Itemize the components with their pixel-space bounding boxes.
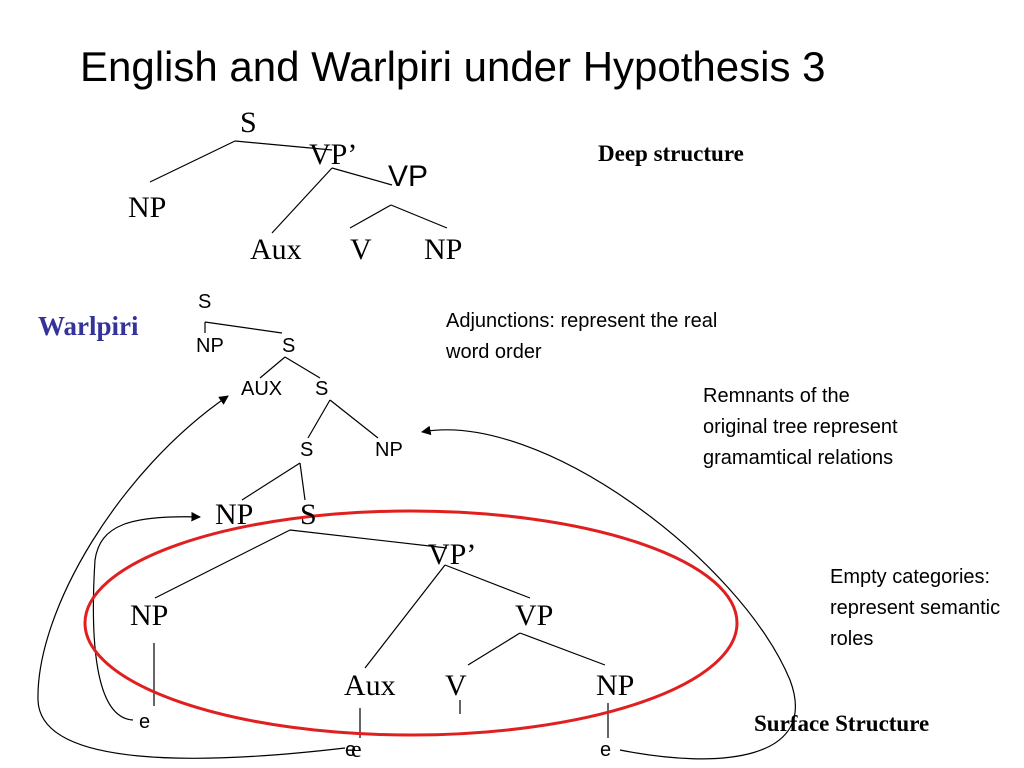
- s-empty-e-aux-overlap: e: [351, 737, 362, 763]
- deep-edge-vp-np: [390, 204, 448, 229]
- w-edge-s3-np: [329, 399, 379, 439]
- slide-title: English and Warlpiri under Hypothesis 3: [80, 43, 826, 90]
- deep-edge-s-vpprime: [234, 140, 333, 151]
- deep-node-np-object: NP: [424, 233, 463, 266]
- deep-edge-s-np: [149, 140, 236, 183]
- w-node-s-top: S: [198, 291, 212, 313]
- w-node-np-right: NP: [375, 439, 403, 461]
- w-edge-s2-aux: [259, 356, 286, 379]
- s-empty-e-subject: e: [139, 711, 151, 733]
- w-edge-s4-np: [241, 462, 301, 501]
- surface-ellipse: [83, 509, 739, 737]
- w-node-s-second: S: [282, 335, 296, 357]
- w-node-np-adjoined: NP: [196, 335, 224, 357]
- s-edge-vp-v: [467, 632, 521, 666]
- w-edge-s2-s3: [284, 356, 321, 379]
- deep-node-aux: Aux: [250, 233, 302, 266]
- annotation-remnants: Remnants of the original tree represent …: [703, 385, 898, 469]
- s-node-vp: VP: [515, 599, 554, 632]
- warlpiri-label: Warlpiri: [38, 311, 139, 341]
- deep-edge-vp-v: [349, 204, 392, 229]
- s-empty-e-aux: e: [345, 739, 357, 761]
- arrow-e-to-np-right: [421, 425, 796, 760]
- arrow-e-to-aux: [37, 395, 346, 759]
- s-edge-s-np: [154, 529, 291, 599]
- deep-edge-vpprime-vp: [331, 167, 393, 186]
- s-node-v: V: [445, 669, 467, 702]
- s-node-np-object: NP: [596, 669, 635, 702]
- w-node-s-fourth: S: [300, 439, 314, 461]
- w-edge-s3-s4: [307, 399, 331, 439]
- s-node-vp-prime: VP’: [428, 538, 477, 571]
- deep-node-vp-prime: VP’: [309, 138, 358, 171]
- w-edge-stop-s2: [204, 321, 283, 334]
- annotation-empty-categories: Empty categories: represent semantic rol…: [830, 566, 1001, 650]
- s-edge-s-vpprime: [289, 529, 448, 549]
- annotation-adjunctions: Adjunctions: represent the real word ord…: [446, 310, 718, 363]
- s-node-np-left: NP: [215, 498, 254, 531]
- deep-edge-vpprime-aux: [271, 167, 333, 234]
- s-empty-e-object: e: [600, 739, 612, 761]
- s-edge-vpprime-aux: [364, 564, 446, 669]
- deep-node-s: S: [240, 106, 257, 139]
- s-node-aux: Aux: [344, 669, 396, 702]
- deep-node-v: V: [350, 233, 372, 266]
- w-node-aux-adjoined: AUX: [241, 378, 283, 400]
- deep-node-vp: VP: [388, 160, 429, 193]
- deep-structure-label: Deep structure: [598, 141, 744, 166]
- surface-structure-label: Surface Structure: [754, 711, 930, 736]
- s-node-np-subject: NP: [130, 599, 169, 632]
- arrow-e-to-np: [92, 511, 201, 721]
- s-edge-vp-np: [519, 632, 606, 666]
- s-edge-vpprime-vp: [444, 564, 531, 599]
- w-edge-s4-s: [299, 462, 306, 501]
- deep-node-np-subject: NP: [128, 191, 167, 224]
- w-node-s-third: S: [315, 378, 329, 400]
- s-node-s: S: [300, 498, 317, 531]
